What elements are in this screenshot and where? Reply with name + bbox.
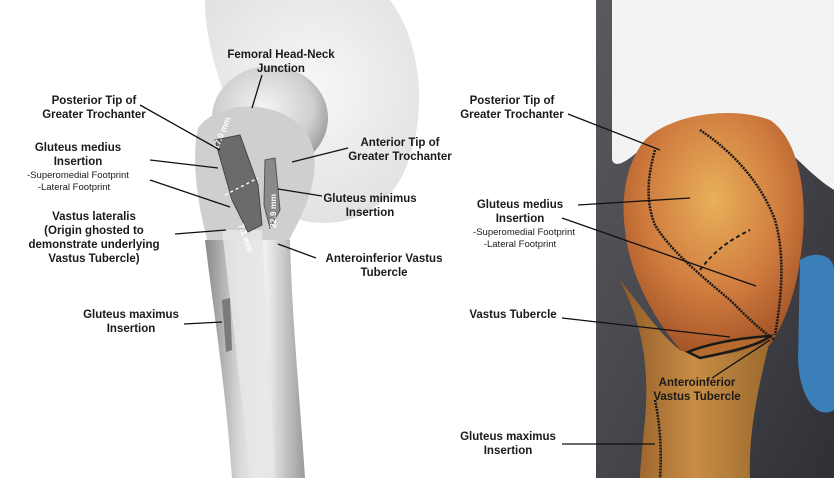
label-vastus-4: Vastus Tubercle): [48, 253, 139, 265]
measurement-22-9mm: 22.9 mm: [268, 194, 278, 228]
left-illustration: 17.0 mm 22.9 mm 7.1 mm Femoral Head-Neck…: [27, 0, 452, 478]
label-r-glut-max-2: Insertion: [484, 445, 533, 457]
label-vastus-1: Vastus lateralis: [52, 211, 136, 223]
label-vastus-2: (Origin ghosted to: [44, 225, 144, 237]
label-antinf-1: Anteroinferior Vastus: [326, 253, 443, 265]
label-posterior-tip-2: Greater Trochanter: [42, 109, 146, 121]
label-r-antinf-1: Anteroinferior: [659, 377, 736, 389]
label-r-vastus-tubercle: Vastus Tubercle: [469, 309, 556, 321]
label-r-posterior-tip-1: Posterior Tip of: [470, 95, 555, 107]
label-glut-min-1: Gluteus minimus: [323, 193, 416, 205]
label-r-glut-med-sub-1: -Superomedial Footprint: [473, 227, 575, 238]
label-glut-min-2: Insertion: [346, 207, 395, 219]
label-glut-med-1: Gluteus medius: [35, 142, 121, 154]
label-r-antinf-2: Vastus Tubercle: [653, 391, 740, 403]
label-head-neck-1: Femoral Head-Neck: [227, 49, 335, 61]
label-r-glut-med-2: Insertion: [496, 213, 545, 225]
label-antinf-2: Tubercle: [360, 267, 407, 279]
label-glut-max-2: Insertion: [107, 323, 156, 335]
label-glut-med-sub-2: -Lateral Footprint: [38, 182, 111, 193]
label-glut-med-2: Insertion: [54, 156, 103, 168]
label-anterior-tip-1: Anterior Tip of: [360, 137, 439, 149]
label-r-glut-med-1: Gluteus medius: [477, 199, 563, 211]
right-photo: [562, 0, 834, 478]
label-posterior-tip-1: Posterior Tip of: [52, 95, 137, 107]
label-glut-max-1: Gluteus maximus: [83, 309, 179, 321]
label-r-posterior-tip-2: Greater Trochanter: [460, 109, 564, 121]
label-glut-med-sub-1: -Superomedial Footprint: [27, 170, 129, 181]
label-head-neck-2: Junction: [257, 63, 305, 75]
label-r-glut-med-sub-2: -Lateral Footprint: [484, 239, 557, 250]
blue-object: [798, 255, 834, 413]
label-anterior-tip-2: Greater Trochanter: [348, 151, 452, 163]
label-r-glut-max-1: Gluteus maximus: [460, 431, 556, 443]
label-vastus-3: demonstrate underlying: [29, 239, 160, 251]
